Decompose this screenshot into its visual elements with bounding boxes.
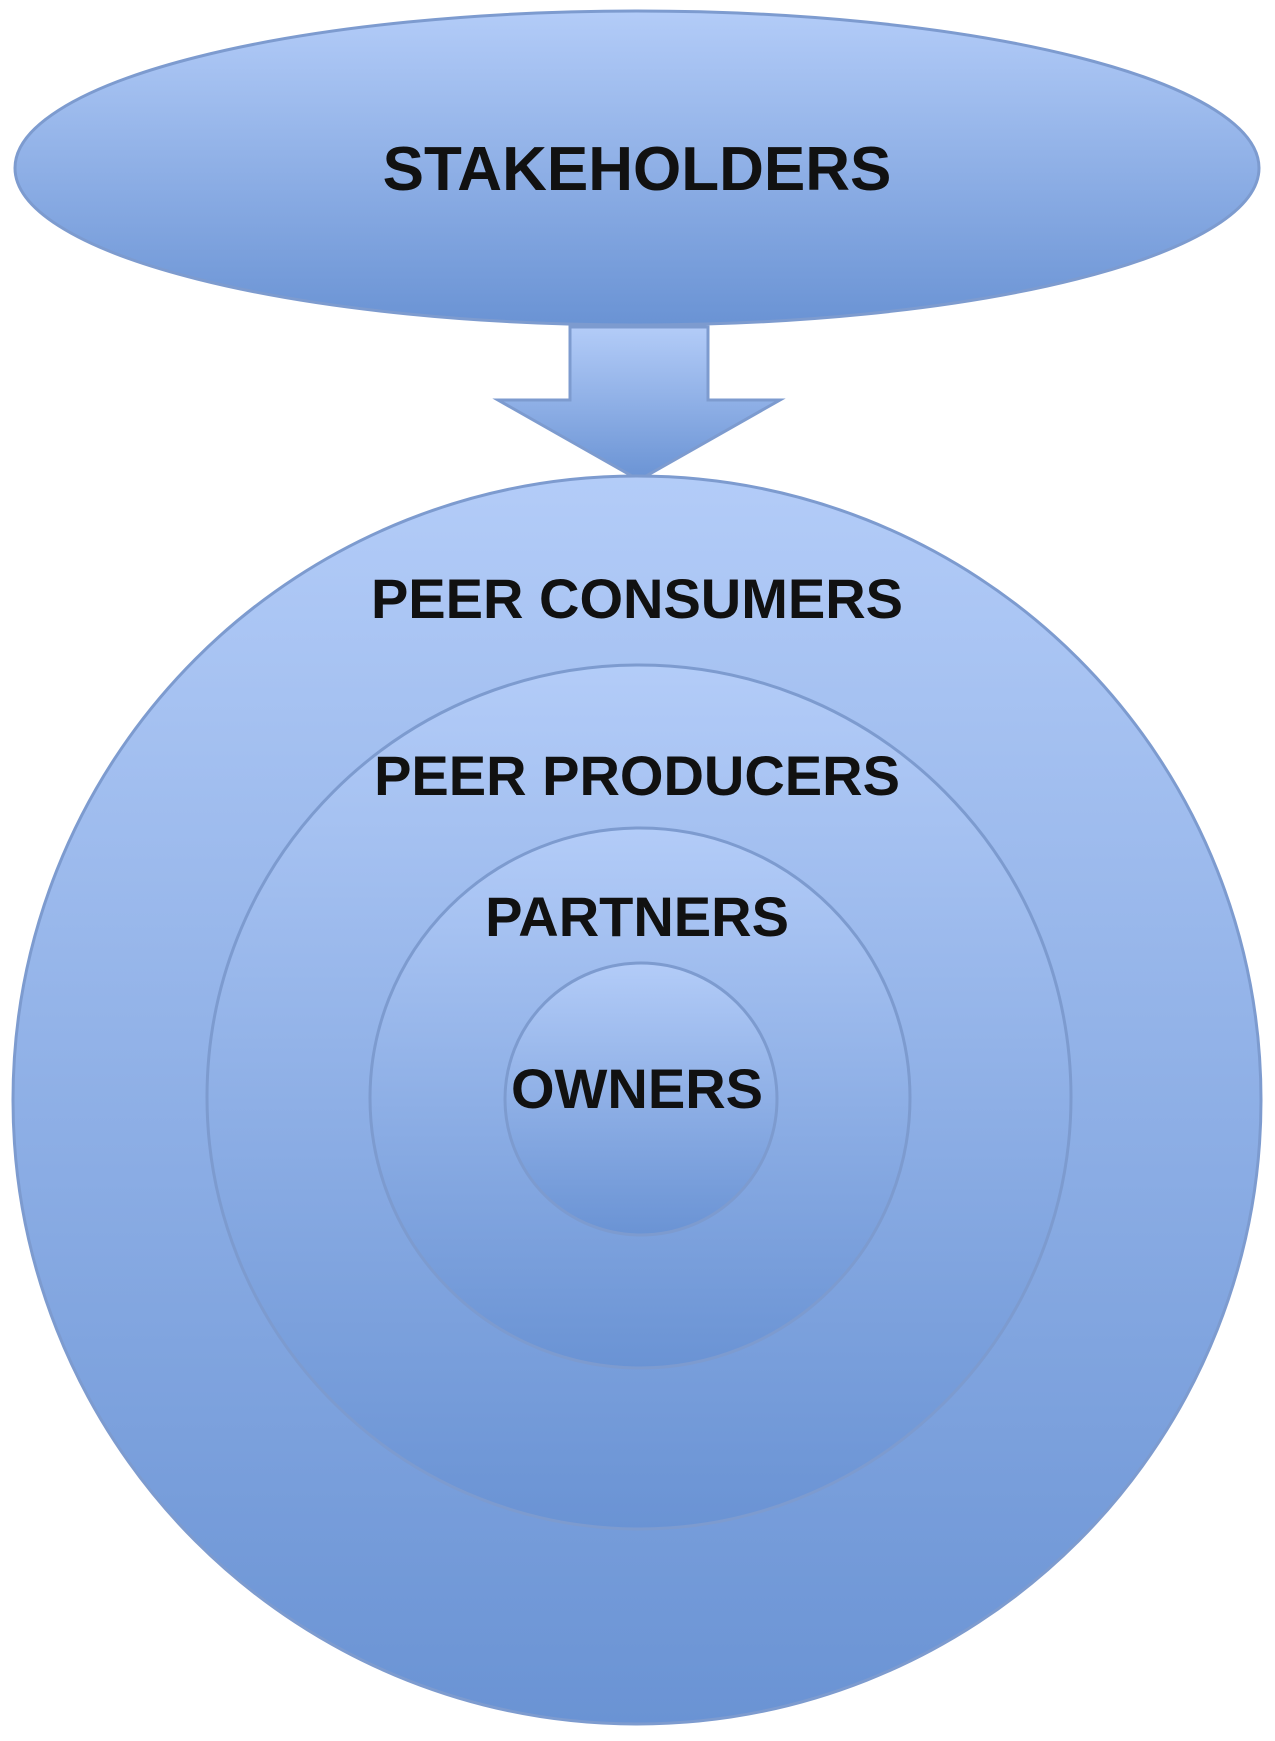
owners-circle — [503, 961, 779, 1237]
owners-label: OWNERS — [511, 1057, 763, 1120]
stakeholders-label: STAKEHOLDERS — [383, 135, 892, 204]
peer-producers-label: PEER PRODUCERS — [374, 744, 900, 807]
peer-consumers-label: PEER CONSUMERS — [371, 567, 903, 630]
partners-label: PARTNERS — [485, 885, 789, 948]
down-arrow-icon — [492, 325, 786, 482]
stakeholders-ellipse — [13, 9, 1261, 327]
